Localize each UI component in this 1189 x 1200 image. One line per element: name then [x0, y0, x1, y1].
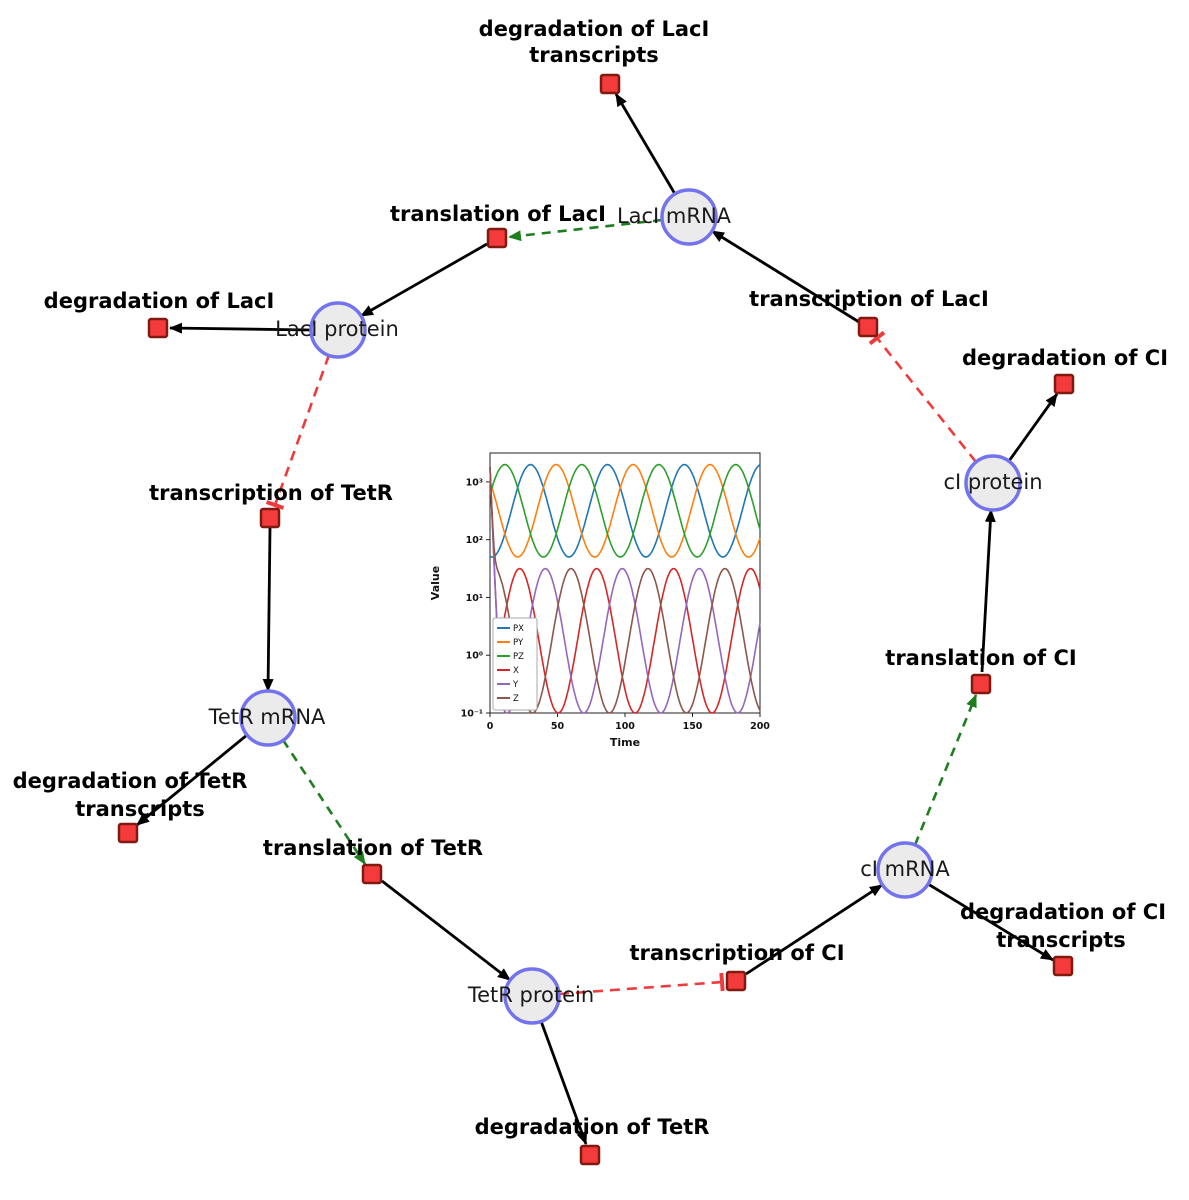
species-node-tetr-mrna [239, 689, 297, 747]
legend-label-PZ: PZ [513, 652, 524, 662]
reaction-label-deg-tetr-transcripts-2: transcripts [75, 797, 205, 821]
reaction-label-deg-laci-transcripts-2: transcripts [529, 43, 659, 67]
reaction-label-transcription-ci: transcription of CI [629, 941, 844, 965]
reaction-label-deg-ci: degradation of CI [962, 346, 1168, 370]
edge-tetr-mrna-to-deg-tetr-transcripts [136, 733, 248, 827]
edge-laci-mrna-modifier-translation-laci [508, 218, 663, 242]
legend-label-Y: Y [512, 680, 519, 690]
reaction-node-transcription-laci [857, 316, 879, 338]
reaction-node-deg-tetr [579, 1144, 601, 1166]
y-tick-label: 10⁻¹ [461, 709, 483, 720]
edge-laci-protein-to-deg-laci [169, 322, 312, 334]
species-label-tetr-mrna: TetR mRNA [208, 705, 326, 729]
reaction-node-deg-laci [147, 317, 169, 339]
reaction-node-translation-tetr [361, 863, 383, 885]
edge-translation-laci-to-laci-protein [360, 242, 488, 318]
edge-ci-mrna-to-deg-ci-transcripts [927, 882, 1054, 962]
species-node-ci-protein [964, 454, 1022, 512]
species-label-ci-mrna: cI mRNA [860, 857, 950, 881]
edge-tetr-protein-to-deg-tetr [539, 1020, 588, 1145]
reaction-label-deg-tetr: degradation of TetR [475, 1115, 710, 1139]
legend-label-PY: PY [513, 638, 524, 648]
edge-laci-protein-inhibits-transcription-tetr [265, 354, 331, 510]
edge-tetr-mrna-modifier-translation-tetr [281, 739, 367, 865]
y-tick-label: 10¹ [466, 593, 483, 604]
reaction-label-deg-ci-transcripts-2: transcripts [996, 928, 1126, 952]
edge-tetr-protein-inhibits-transcription-ci [558, 972, 725, 996]
species-label-laci-mrna: LacI mRNA [617, 204, 732, 228]
y-tick-label: 10³ [466, 477, 483, 488]
reaction-node-transcription-ci [725, 970, 747, 992]
reaction-node-deg-tetr-transcripts [117, 822, 139, 844]
y-axis-label: Value [429, 566, 442, 600]
y-tick-label: 10² [466, 535, 483, 546]
reaction-node-deg-laci-transcripts [599, 73, 621, 95]
x-tick-label: 50 [551, 721, 565, 732]
reaction-label-translation-ci: translation of CI [885, 646, 1076, 670]
x-tick-label: 200 [750, 721, 770, 732]
legend-label-PX: PX [513, 624, 524, 634]
edge-ci-mrna-modifier-translation-ci [913, 694, 978, 846]
edge-translation-tetr-to-tetr-protein [381, 879, 511, 982]
series-Z [489, 466, 761, 714]
species-node-laci-mrna [660, 188, 718, 246]
reaction-label-deg-tetr-transcripts-1: degradation of TetR [13, 769, 248, 793]
reaction-node-translation-ci [970, 673, 992, 695]
species-node-laci-protein [309, 301, 367, 359]
species-label-tetr-protein: TetR protein [467, 983, 594, 1007]
x-tick-label: 100 [615, 721, 635, 732]
edge-translation-ci-to-ci-protein [980, 509, 996, 673]
edge-transcription-laci-to-laci-mrna [711, 229, 860, 324]
reaction-node-transcription-tetr [259, 507, 281, 529]
series-PY [489, 463, 761, 558]
legend-label-X: X [513, 666, 519, 676]
reaction-node-translation-laci [486, 227, 508, 249]
edge-transcription-ci-to-ci-mrna [745, 883, 883, 976]
reaction-label-translation-tetr: translation of TetR [263, 836, 483, 860]
edge-transcription-tetr-to-tetr-mrna [262, 527, 274, 692]
series-PZ [489, 463, 761, 558]
reaction-node-deg-ci-transcripts [1052, 955, 1074, 977]
edge-laci-mrna-to-deg-laci-transcripts [614, 93, 677, 195]
reaction-label-transcription-laci: transcription of LacI [749, 287, 989, 311]
species-label-laci-protein: LacI protein [275, 317, 399, 341]
edge-ci-protein-to-deg-ci [1007, 393, 1059, 462]
reaction-label-deg-laci-transcripts-1: degradation of LacI [479, 17, 710, 41]
species-node-ci-mrna [876, 841, 934, 899]
species-label-ci-protein: cI protein [943, 470, 1042, 494]
species-node-tetr-protein [503, 967, 561, 1025]
reaction-label-transcription-tetr: transcription of TetR [149, 481, 393, 505]
x-tick-label: 0 [487, 721, 494, 732]
reaction-label-deg-laci: degradation of LacI [44, 289, 275, 313]
edge-ci-protein-inhibits-transcription-laci [868, 330, 978, 463]
reaction-label-translation-laci: translation of LacI [390, 202, 606, 226]
y-tick-label: 10⁰ [466, 651, 483, 662]
series-Y [489, 467, 761, 714]
legend-label-Z: Z [513, 694, 519, 704]
x-tick-label: 150 [683, 721, 703, 732]
series-PX [489, 463, 761, 558]
reaction-node-deg-ci [1053, 373, 1075, 395]
x-axis-label: Time [610, 736, 640, 749]
reaction-label-deg-ci-transcripts-1: degradation of CI [960, 900, 1166, 924]
